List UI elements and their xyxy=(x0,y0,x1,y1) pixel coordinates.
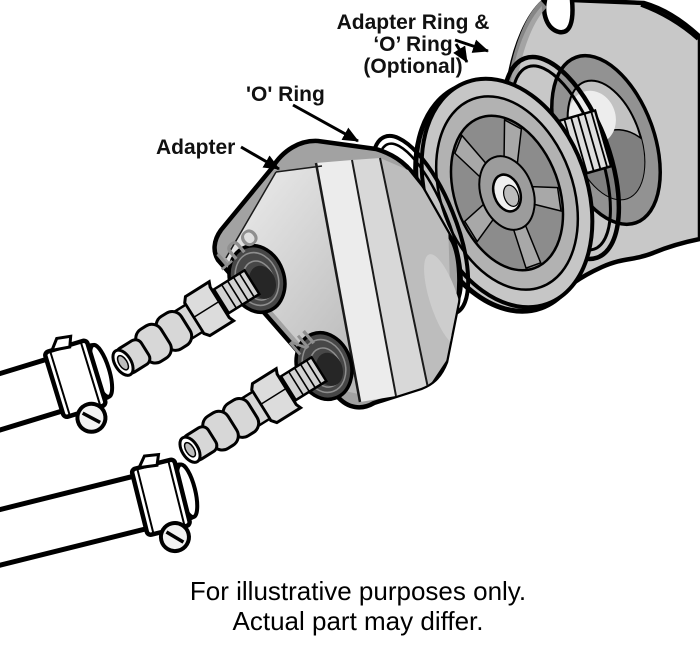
barb-fitting-out xyxy=(111,268,262,377)
adapter-body: OUT IN xyxy=(208,138,462,410)
arrow-to-small-o-ring xyxy=(292,103,359,143)
hose-clamp-tab xyxy=(136,452,161,470)
disclaimer-line-1: For illustrative purposes only. xyxy=(189,576,527,606)
engine-edge-shading xyxy=(507,0,548,85)
fitting-threads xyxy=(220,273,255,309)
hose-clamp-tab xyxy=(49,334,73,353)
arrow-to-adapter-ring xyxy=(453,43,469,63)
callout-line-1: Adapter Ring & xyxy=(336,11,490,34)
callout-line-3: (Optional) xyxy=(363,55,463,78)
barb-fitting-in xyxy=(178,355,329,464)
callout-o-ring: 'O' Ring xyxy=(246,83,325,106)
disclaimer-line-2: Actual part may differ. xyxy=(232,606,484,636)
ring-hole-inner xyxy=(503,184,520,207)
hose-in xyxy=(0,452,200,591)
callout-arrows xyxy=(240,38,489,171)
callout-adapter: Adapter xyxy=(156,136,236,159)
engine-cast-edge-line xyxy=(640,3,700,41)
adapter-facet-stripe-3 xyxy=(380,158,452,388)
arrow-to-adapter xyxy=(240,145,280,171)
fitting-threads xyxy=(287,360,322,396)
adapter-facet-stripe-2 xyxy=(352,158,428,396)
adapter-facet-stripe-1 xyxy=(316,160,396,402)
ring-spokes xyxy=(453,118,562,270)
callout-line-2: ‘O’ Ring xyxy=(373,33,453,56)
hose-out xyxy=(0,334,115,479)
callout-adapter-ring-and-o-ring: Adapter Ring & ‘O’ Ring (Optional) xyxy=(317,12,509,78)
disclaimer-text: For illustrative purposes only. Actual p… xyxy=(58,576,658,636)
arrow-to-large-o-ring xyxy=(454,38,489,53)
